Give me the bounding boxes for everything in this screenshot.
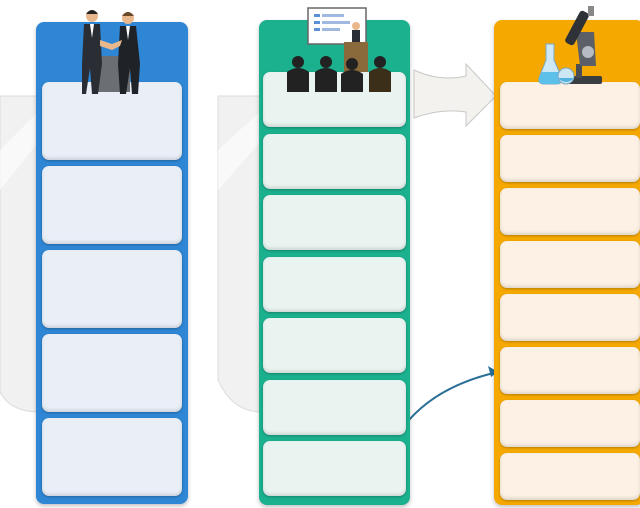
column-2-card-3: [263, 195, 406, 250]
column-1-card-1: [42, 82, 182, 160]
column-1-card-4: [42, 334, 182, 412]
column-2-card-7: [263, 441, 406, 496]
column-3-card-4: [500, 241, 640, 288]
column-1: [36, 22, 188, 504]
left-bracket-highlight: [0, 110, 40, 190]
column-2: [259, 20, 410, 505]
column-2-card-5: [263, 318, 406, 373]
column-3-card-6: [500, 347, 640, 394]
column-2-card-2: [263, 133, 406, 189]
column-2-card-6: [263, 379, 406, 435]
block-arrow-shape: [413, 62, 497, 128]
column-3-card-2: [500, 135, 640, 182]
column-1-card-5: [42, 418, 182, 496]
curved-arrow-head: [488, 366, 498, 377]
column-3-card-1: [500, 82, 640, 129]
handshake-businessmen-icon: [82, 10, 140, 94]
column-1-card-2: [42, 166, 182, 244]
column-3-card-5: [500, 294, 640, 341]
column-3-card-8: [500, 453, 640, 500]
column-1-card-3: [42, 250, 182, 328]
column-2-card-4: [263, 256, 406, 312]
presentation-audience-icon: [287, 7, 391, 92]
column-3-card-7: [500, 400, 640, 447]
microscope-flask-icon: [538, 6, 602, 85]
column-3-card-3: [500, 188, 640, 235]
mid-bracket-highlight: [218, 110, 262, 190]
curved-arrow-line: [408, 371, 499, 421]
column-3: [494, 20, 640, 505]
